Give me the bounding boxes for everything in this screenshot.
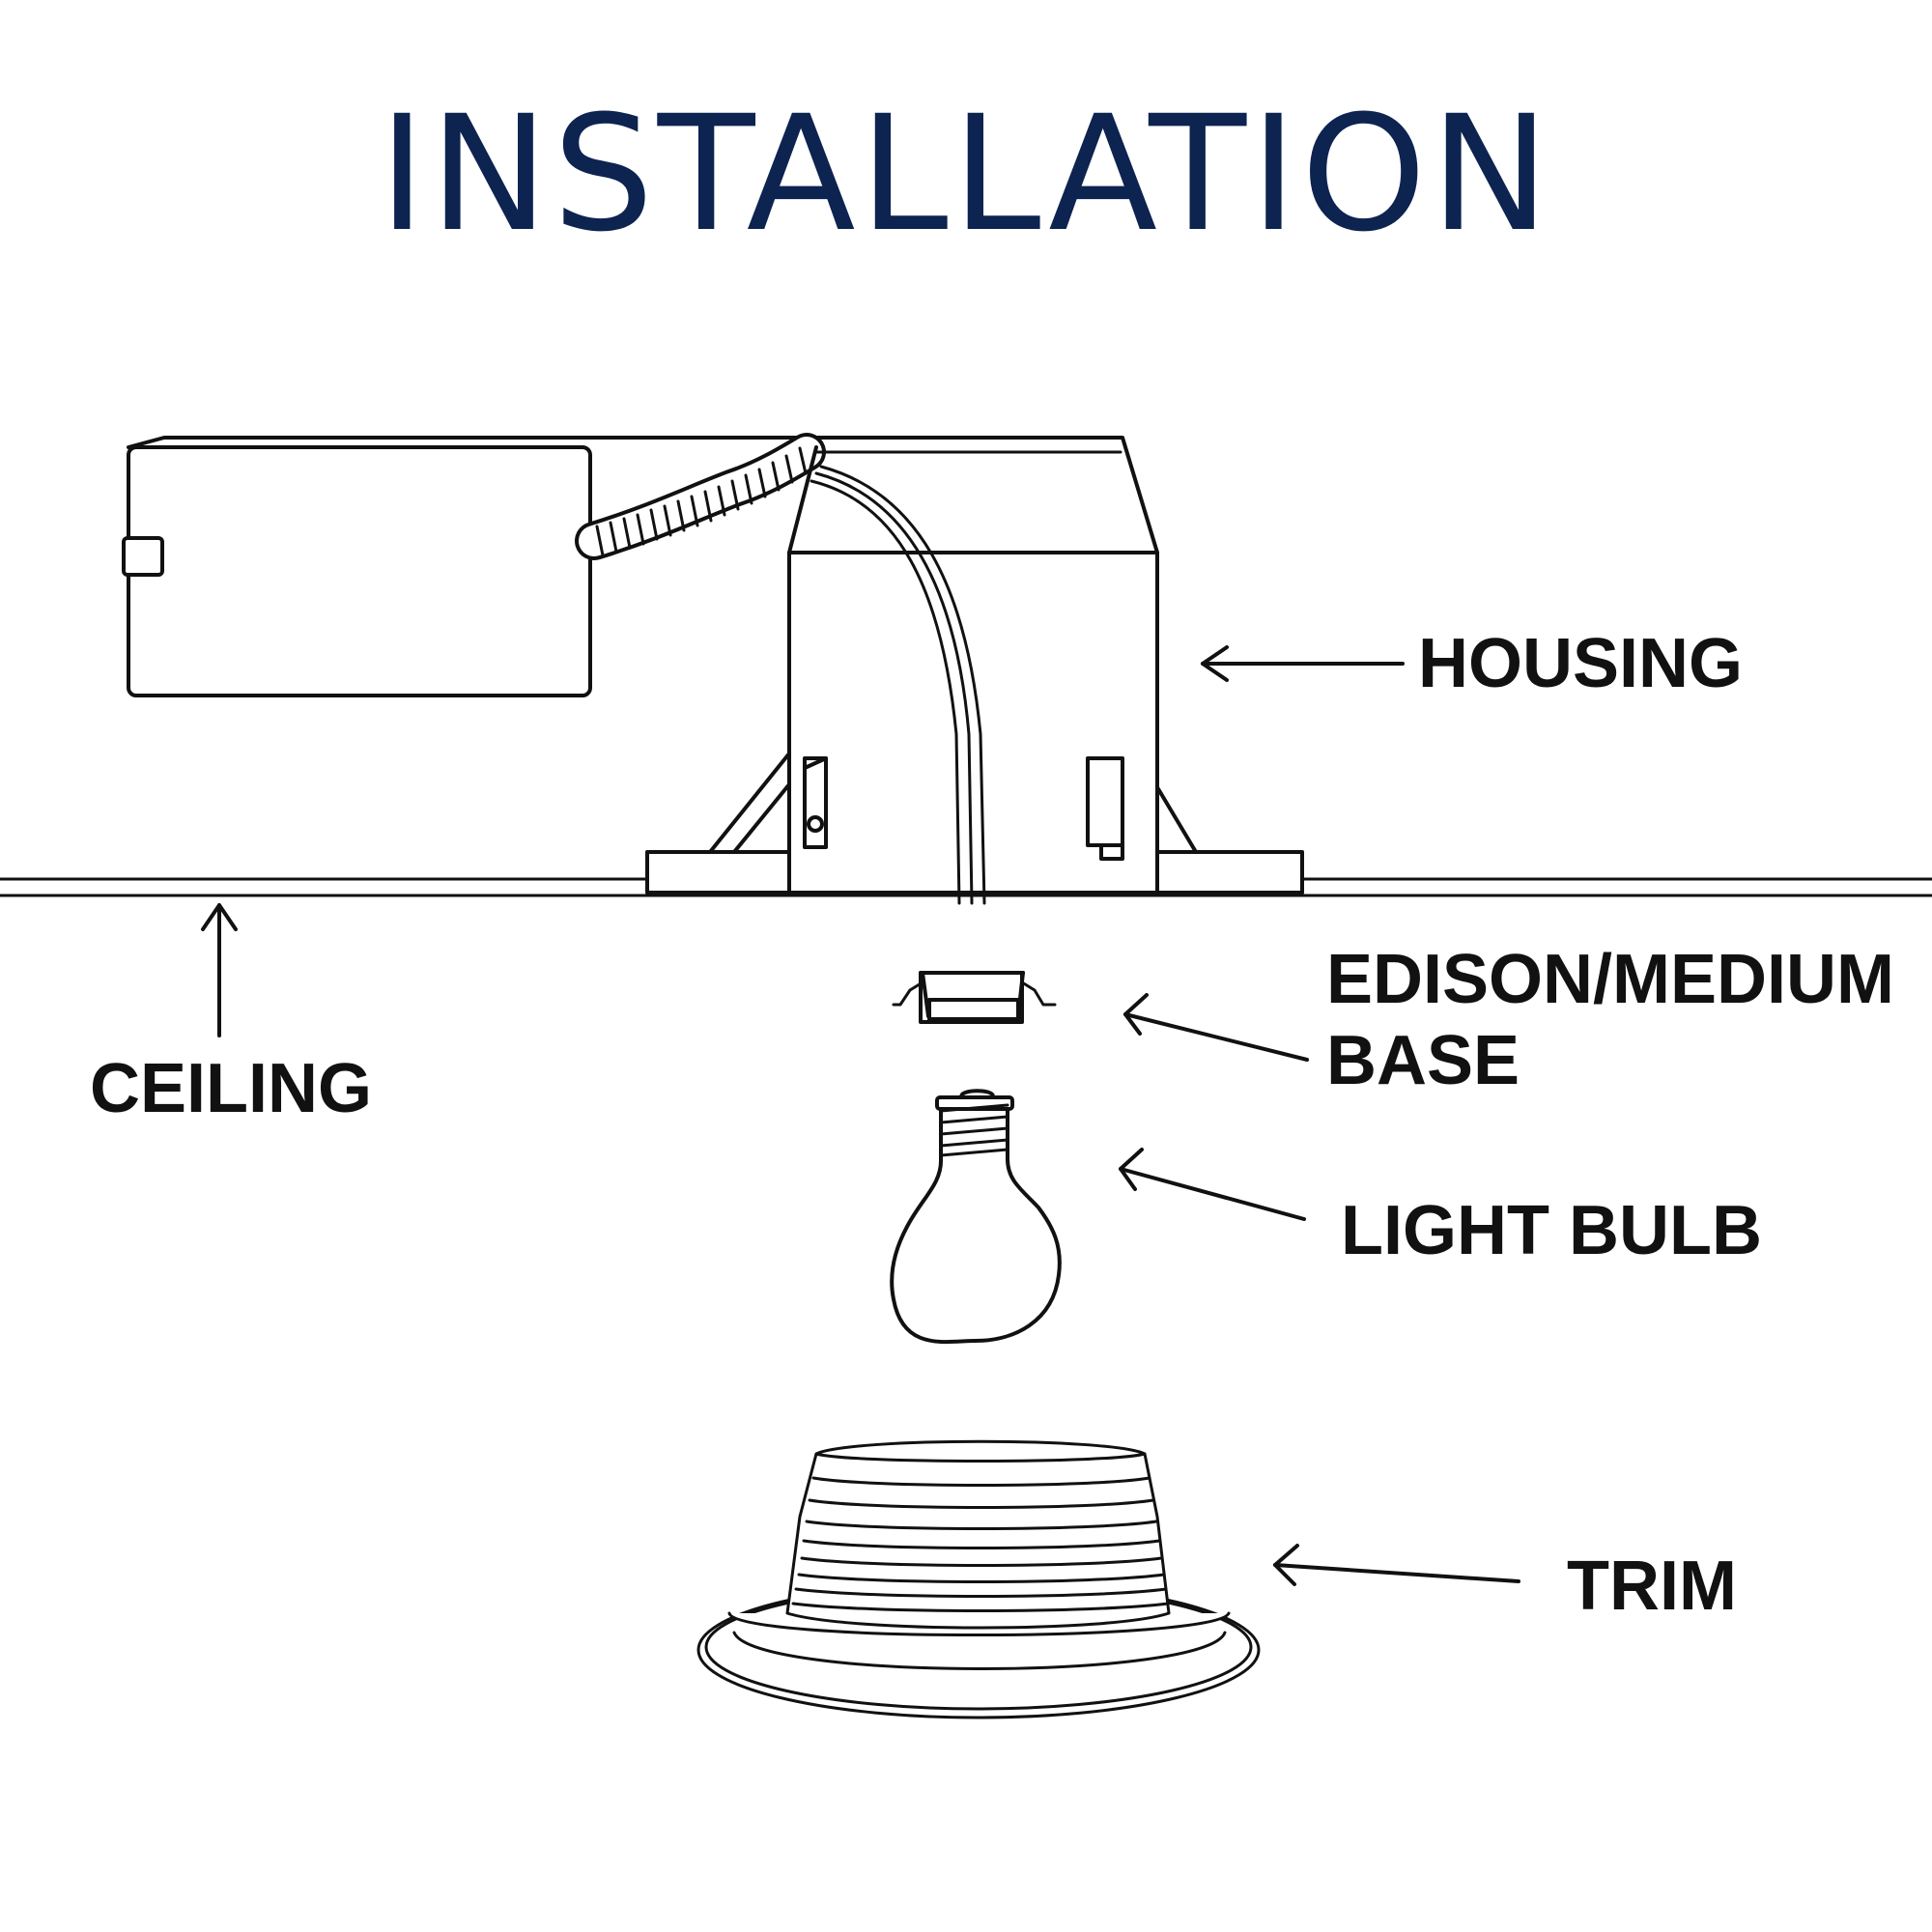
edison-base-label-line1: EDISON/MEDIUM bbox=[1326, 941, 1895, 1018]
light-bulb bbox=[890, 1089, 1062, 1345]
edison-base-label: EDISON/MEDIUM BASE bbox=[1326, 939, 1894, 1101]
trim bbox=[696, 1439, 1261, 1719]
base-arrow bbox=[1123, 993, 1309, 1062]
light-bulb-label: LIGHT BULB bbox=[1341, 1192, 1762, 1269]
ceiling-label: CEILING bbox=[90, 1050, 373, 1127]
housing bbox=[645, 436, 1304, 895]
ceiling bbox=[0, 877, 1932, 897]
edison-base-label-line2: BASE bbox=[1326, 1022, 1520, 1099]
ceiling-arrow bbox=[201, 903, 238, 1037]
housing-arrow bbox=[1201, 645, 1405, 682]
socket-wires bbox=[810, 465, 986, 905]
trim-label: TRIM bbox=[1567, 1548, 1737, 1625]
housing-label: HOUSING bbox=[1418, 625, 1744, 702]
page-title: INSTALLATION bbox=[378, 81, 1554, 267]
flex-conduit bbox=[575, 433, 826, 560]
edison-socket bbox=[892, 971, 1057, 1024]
trim-arrow bbox=[1273, 1544, 1520, 1586]
junction-box bbox=[122, 436, 818, 697]
bulb-arrow bbox=[1119, 1148, 1306, 1221]
